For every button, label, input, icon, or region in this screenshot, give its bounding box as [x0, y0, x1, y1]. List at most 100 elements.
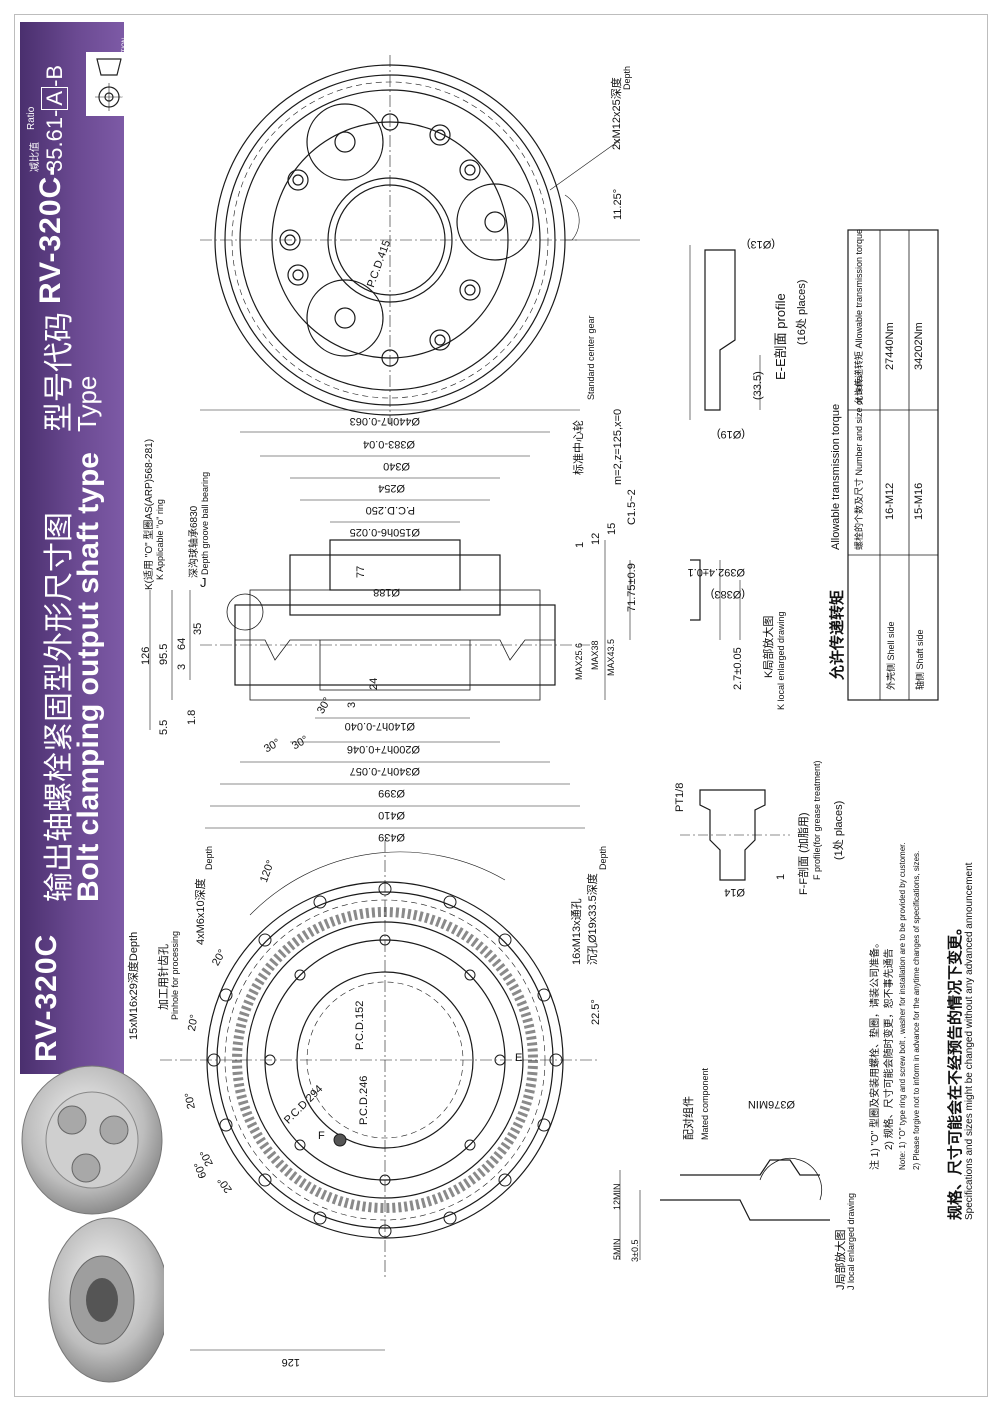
dim-pcd250: P.C.D.250	[365, 504, 415, 516]
f-d14: Ø14	[724, 886, 745, 898]
dim-h35: 35	[192, 622, 204, 635]
dim-d150: Ø150h6-0.025	[349, 526, 420, 538]
dim-h18: 1.8	[186, 709, 198, 725]
k-h27: 2.7±0.05	[732, 647, 744, 690]
center-gear-en: Standard center gear	[586, 315, 596, 400]
f-title-en: F profile(for grease treatment)	[812, 760, 822, 880]
torque-header-torque: 允许传递转矩 Allowable transmission torque	[854, 228, 864, 405]
cbore-depth: Depth	[598, 845, 608, 870]
section-mark-e: E	[515, 1052, 523, 1064]
j-min5: 5MIN	[612, 1238, 622, 1260]
j-title-en: J local enlarged drawing	[846, 1192, 856, 1290]
f-profile	[680, 789, 790, 881]
dim-h64: 64	[176, 637, 188, 650]
j-marker: J	[200, 575, 207, 590]
dim-h126: 126	[140, 646, 152, 665]
e-d13: (Ø13)	[746, 238, 775, 250]
note-1-cn: 注 1) "O" 型圈及安装用螺栓、垫圈，请装公司准备。	[870, 937, 881, 1170]
pcd-246: P.C.D.246	[358, 1075, 370, 1125]
dim-h3b: 3	[346, 701, 358, 708]
dim-d439: Ø439	[378, 831, 405, 843]
chamfer-label: C1.5~2	[626, 489, 638, 525]
dim-d188: Ø188	[373, 586, 400, 598]
dim-max435: MAX43.5	[606, 638, 616, 676]
bolt-holes	[207, 882, 563, 1238]
k-d383: (Ø383)	[710, 588, 745, 600]
e-title: E-E剖面 profile	[770, 293, 789, 380]
tap-depth-word: Depth	[622, 65, 632, 90]
e-d19: (Ø19)	[716, 428, 745, 440]
k-title-cn: K局部放大图	[763, 615, 775, 678]
bearing-cn: 深沟球轴承6830	[189, 505, 200, 578]
torque-row1-bolts: 16-M12	[884, 482, 896, 520]
dim-d399: Ø399	[378, 787, 405, 799]
dim-max256: MAX25.6	[574, 642, 584, 680]
top-view	[200, 55, 640, 425]
dim-d410: Ø410	[378, 809, 405, 821]
pinhole-cn: 加工用针齿孔	[158, 944, 170, 1010]
dim-d254: Ø254	[378, 482, 405, 494]
dim-d383: Ø383-0.04	[363, 438, 415, 450]
j-detail	[619, 1157, 830, 1260]
mated-en: Mated component	[700, 1067, 710, 1140]
k-title-en: K local enlarged drawing	[776, 611, 786, 710]
f-h1: 1	[775, 873, 787, 880]
j-d376: Ø376MIN	[747, 1098, 795, 1110]
pcd-152: P.C.D.152	[354, 1000, 366, 1050]
center-gear-cn: 标准中心轮	[573, 420, 585, 475]
e-places: (16处 places)	[796, 279, 808, 345]
dim-h3: 3	[176, 663, 188, 670]
title-band: RV-320C 输出轴螺栓紧固型外形尺寸图 Bolt clamping outp…	[20, 22, 132, 1074]
dim-h7175: 71.75±0.9	[626, 563, 638, 612]
f-title-cn: F-F剖面 (加脂用)	[798, 812, 810, 895]
dim-d440: Ø440h7-0.063	[349, 415, 420, 427]
tap-4: 4xM6x10深度	[195, 878, 207, 945]
angle-1125: 11.25°	[612, 188, 624, 220]
dim-h15: 15	[606, 522, 618, 535]
note-1-en: Note: 1) "O" type ring and screw bolt , …	[898, 842, 907, 1170]
dim-h77: 77	[355, 565, 367, 578]
torque-row1-value: 27440Nm	[884, 322, 896, 370]
footer-en: Specifications and sizes might be change…	[964, 862, 975, 1220]
angle-225: 22.5°	[590, 999, 602, 1025]
section-view	[149, 409, 631, 829]
projection-symbol	[86, 52, 132, 116]
dim-h55: 5.5	[158, 719, 170, 735]
dim-max38: MAX38	[590, 640, 600, 670]
note-2-cn: 2) 规格、尺寸可能会随时变更，恕不事先通告	[884, 948, 895, 1150]
k-oring-cn: K(适用 "O" 型圈AS(ARP)568-281)	[144, 438, 155, 590]
torque-row2-bolts: 15-M16	[913, 482, 925, 520]
section-mark-f: F	[318, 1130, 325, 1142]
dim-h1: 1	[574, 541, 586, 548]
e-title-cn: E-E剖面	[773, 332, 788, 380]
k-oring-en: K Applicable "o" ring	[155, 499, 165, 580]
dim-126-bottom: 126	[281, 1356, 300, 1368]
torque-table-frame	[847, 229, 939, 701]
footer-cn: 规格、尺寸可能会在不经预告的情况下变更。	[947, 919, 964, 1220]
tap-4-depth: Depth	[204, 845, 214, 870]
dim-d340: Ø340	[383, 460, 410, 472]
torque-title-en: Allowable transmission torque	[830, 403, 842, 550]
drawing-sheet	[14, 14, 988, 1397]
k-d3924: Ø392.4±0.1	[687, 566, 745, 578]
mated-cn: 配对组件	[683, 1096, 695, 1140]
bearing-en: Depth groove ball bearing	[200, 471, 210, 575]
dim-d340b: Ø340h7-0.057	[349, 765, 420, 777]
e-h335: (33.5)	[752, 371, 764, 400]
e-title-en: profile	[773, 293, 788, 329]
dim-d140: Ø140h7-0.040	[344, 720, 415, 732]
j-d3: 3±0.5	[630, 1239, 640, 1262]
dim-h955: 95.5	[158, 643, 170, 665]
k-detail	[690, 559, 741, 640]
f-places: (1处 places)	[833, 800, 845, 860]
dim-d200: Ø200h7+0.046	[346, 743, 420, 755]
torque-row2-value: 34202Nm	[913, 322, 925, 370]
product-photo	[21, 1065, 164, 1383]
tap-15: 15xM16x29深度Depth	[128, 931, 140, 1040]
projection-icon	[95, 58, 123, 111]
bottom-view	[160, 840, 600, 1351]
j-min12: 12MIN	[612, 1183, 622, 1210]
torque-row1-side: 外壳侧 Shell side	[886, 621, 896, 690]
torque-title-cn: 允许传递转矩	[829, 589, 846, 680]
pinhole-en: Pinhole for processing	[170, 930, 180, 1020]
